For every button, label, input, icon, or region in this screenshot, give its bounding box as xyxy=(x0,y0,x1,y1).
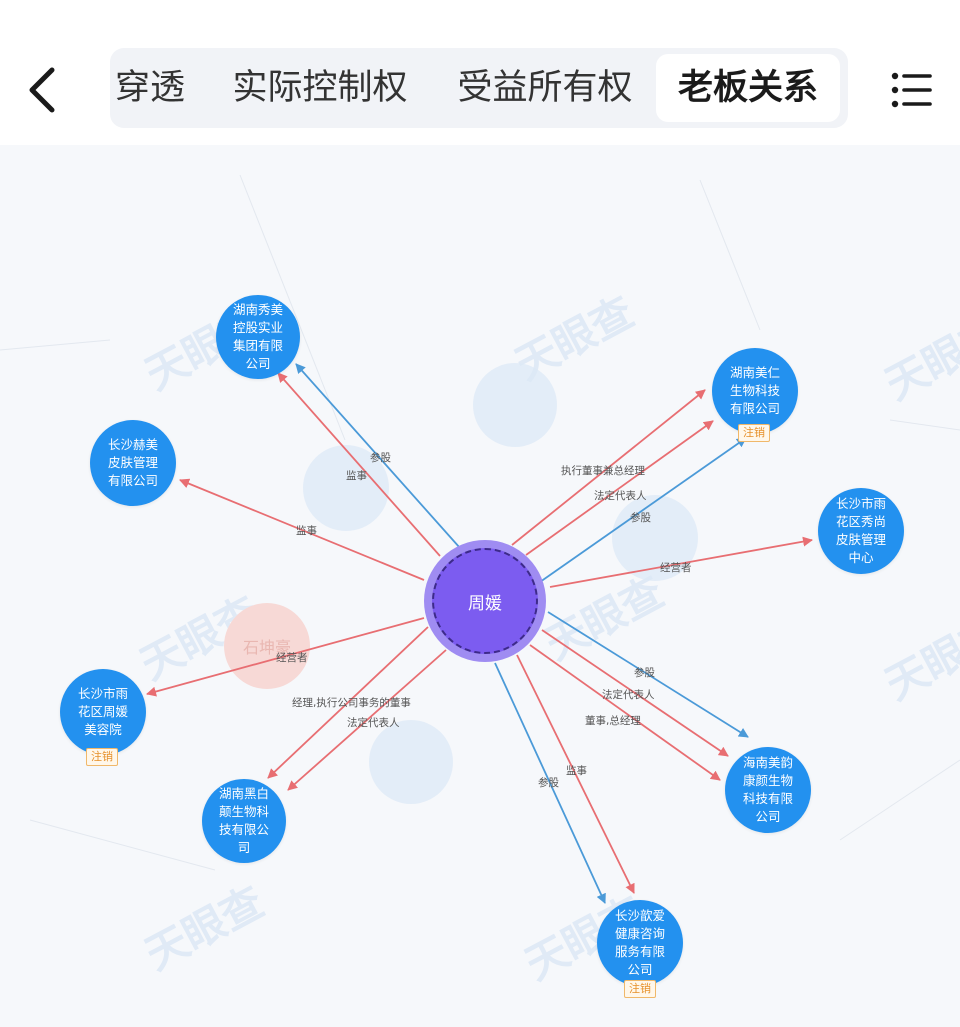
edge-label: 参股 xyxy=(538,777,559,789)
edge-label: 监事 xyxy=(346,470,367,482)
edge-label: 监事 xyxy=(566,765,587,777)
company-node[interactable]: 长沙歆爱健康咨询服务有限公司 xyxy=(597,900,683,986)
status-badge-deregistered: 注销 xyxy=(624,980,656,998)
company-node[interactable]: 湖南美仁生物科技有限公司 xyxy=(712,348,798,434)
top-bar: 穿透 实际控制权 受益所有权 老板关系 xyxy=(0,0,960,145)
edge-label: 执行董事兼总经理 xyxy=(561,465,645,477)
edge-line xyxy=(511,389,706,546)
edge-label: 经理,执行公司事务的董事 xyxy=(292,697,411,709)
edge-label: 法定代表人 xyxy=(594,490,647,502)
edge-line xyxy=(277,372,441,557)
company-node[interactable]: 长沙市雨花区周媛美容院 xyxy=(60,669,146,755)
company-node[interactable]: 长沙赫美皮肤管理有限公司 xyxy=(90,420,176,506)
edge-line xyxy=(539,437,747,583)
edge-line xyxy=(267,626,429,779)
back-button[interactable] xyxy=(18,62,68,118)
list-menu-icon xyxy=(891,72,932,108)
edge-label: 参股 xyxy=(634,667,655,679)
edge-line xyxy=(516,654,635,894)
background-person-node: 石坤豪 xyxy=(224,603,310,689)
edge-line xyxy=(525,420,714,556)
edge-label: 参股 xyxy=(630,512,651,524)
tab-actual-control[interactable]: 实际控制权 xyxy=(232,68,408,108)
tab-boss-relations[interactable]: 老板关系 xyxy=(656,54,840,122)
relation-graph[interactable]: 天眼查 天眼查 天眼查 天眼查 天眼查 天眼查 天眼查 天眼查 石坤豪 xyxy=(0,145,960,1027)
status-badge-deregistered: 注销 xyxy=(738,424,770,442)
tab-beneficial-ownership[interactable]: 受益所有权 xyxy=(457,68,633,108)
background-node xyxy=(303,445,389,531)
status-badge-deregistered: 注销 xyxy=(86,748,118,766)
edge-label: 经营者 xyxy=(660,562,692,574)
edge-line xyxy=(295,363,461,549)
edge-line xyxy=(547,611,749,738)
edge-line xyxy=(541,629,729,757)
edge-label: 经营者 xyxy=(276,652,308,664)
edge-label: 监事 xyxy=(296,525,317,537)
person-center-node[interactable]: 周媛 xyxy=(424,540,546,662)
company-node[interactable]: 长沙市雨花区秀尚皮肤管理中心 xyxy=(818,488,904,574)
edge-label: 法定代表人 xyxy=(347,717,400,729)
chevron-left-icon xyxy=(29,67,55,113)
edge-label: 参股 xyxy=(370,452,391,464)
edge-line xyxy=(287,649,447,791)
tab-penetration[interactable]: 穿透 xyxy=(114,68,185,108)
edge-line xyxy=(179,478,425,581)
background-node xyxy=(612,495,698,581)
background-node xyxy=(473,363,557,447)
tab-bar: 穿透 实际控制权 受益所有权 老板关系 xyxy=(110,48,848,128)
edge-label: 董事,总经理 xyxy=(585,715,641,727)
edge-line xyxy=(494,662,606,904)
edges-layer xyxy=(0,174,960,904)
edge-line xyxy=(146,617,425,697)
company-node[interactable]: 海南美韵康颜生物科技有限公司 xyxy=(725,747,811,833)
company-node[interactable]: 湖南秀美控股实业集团有限公司 xyxy=(216,295,300,379)
edge-label: 法定代表人 xyxy=(602,689,655,701)
menu-button[interactable] xyxy=(888,70,934,110)
company-node[interactable]: 湖南黑白颠生物科技有限公司 xyxy=(202,779,286,863)
edge-line xyxy=(529,644,721,781)
person-name: 周媛 xyxy=(432,548,538,654)
background-node xyxy=(369,720,453,804)
edge-line xyxy=(549,536,813,588)
